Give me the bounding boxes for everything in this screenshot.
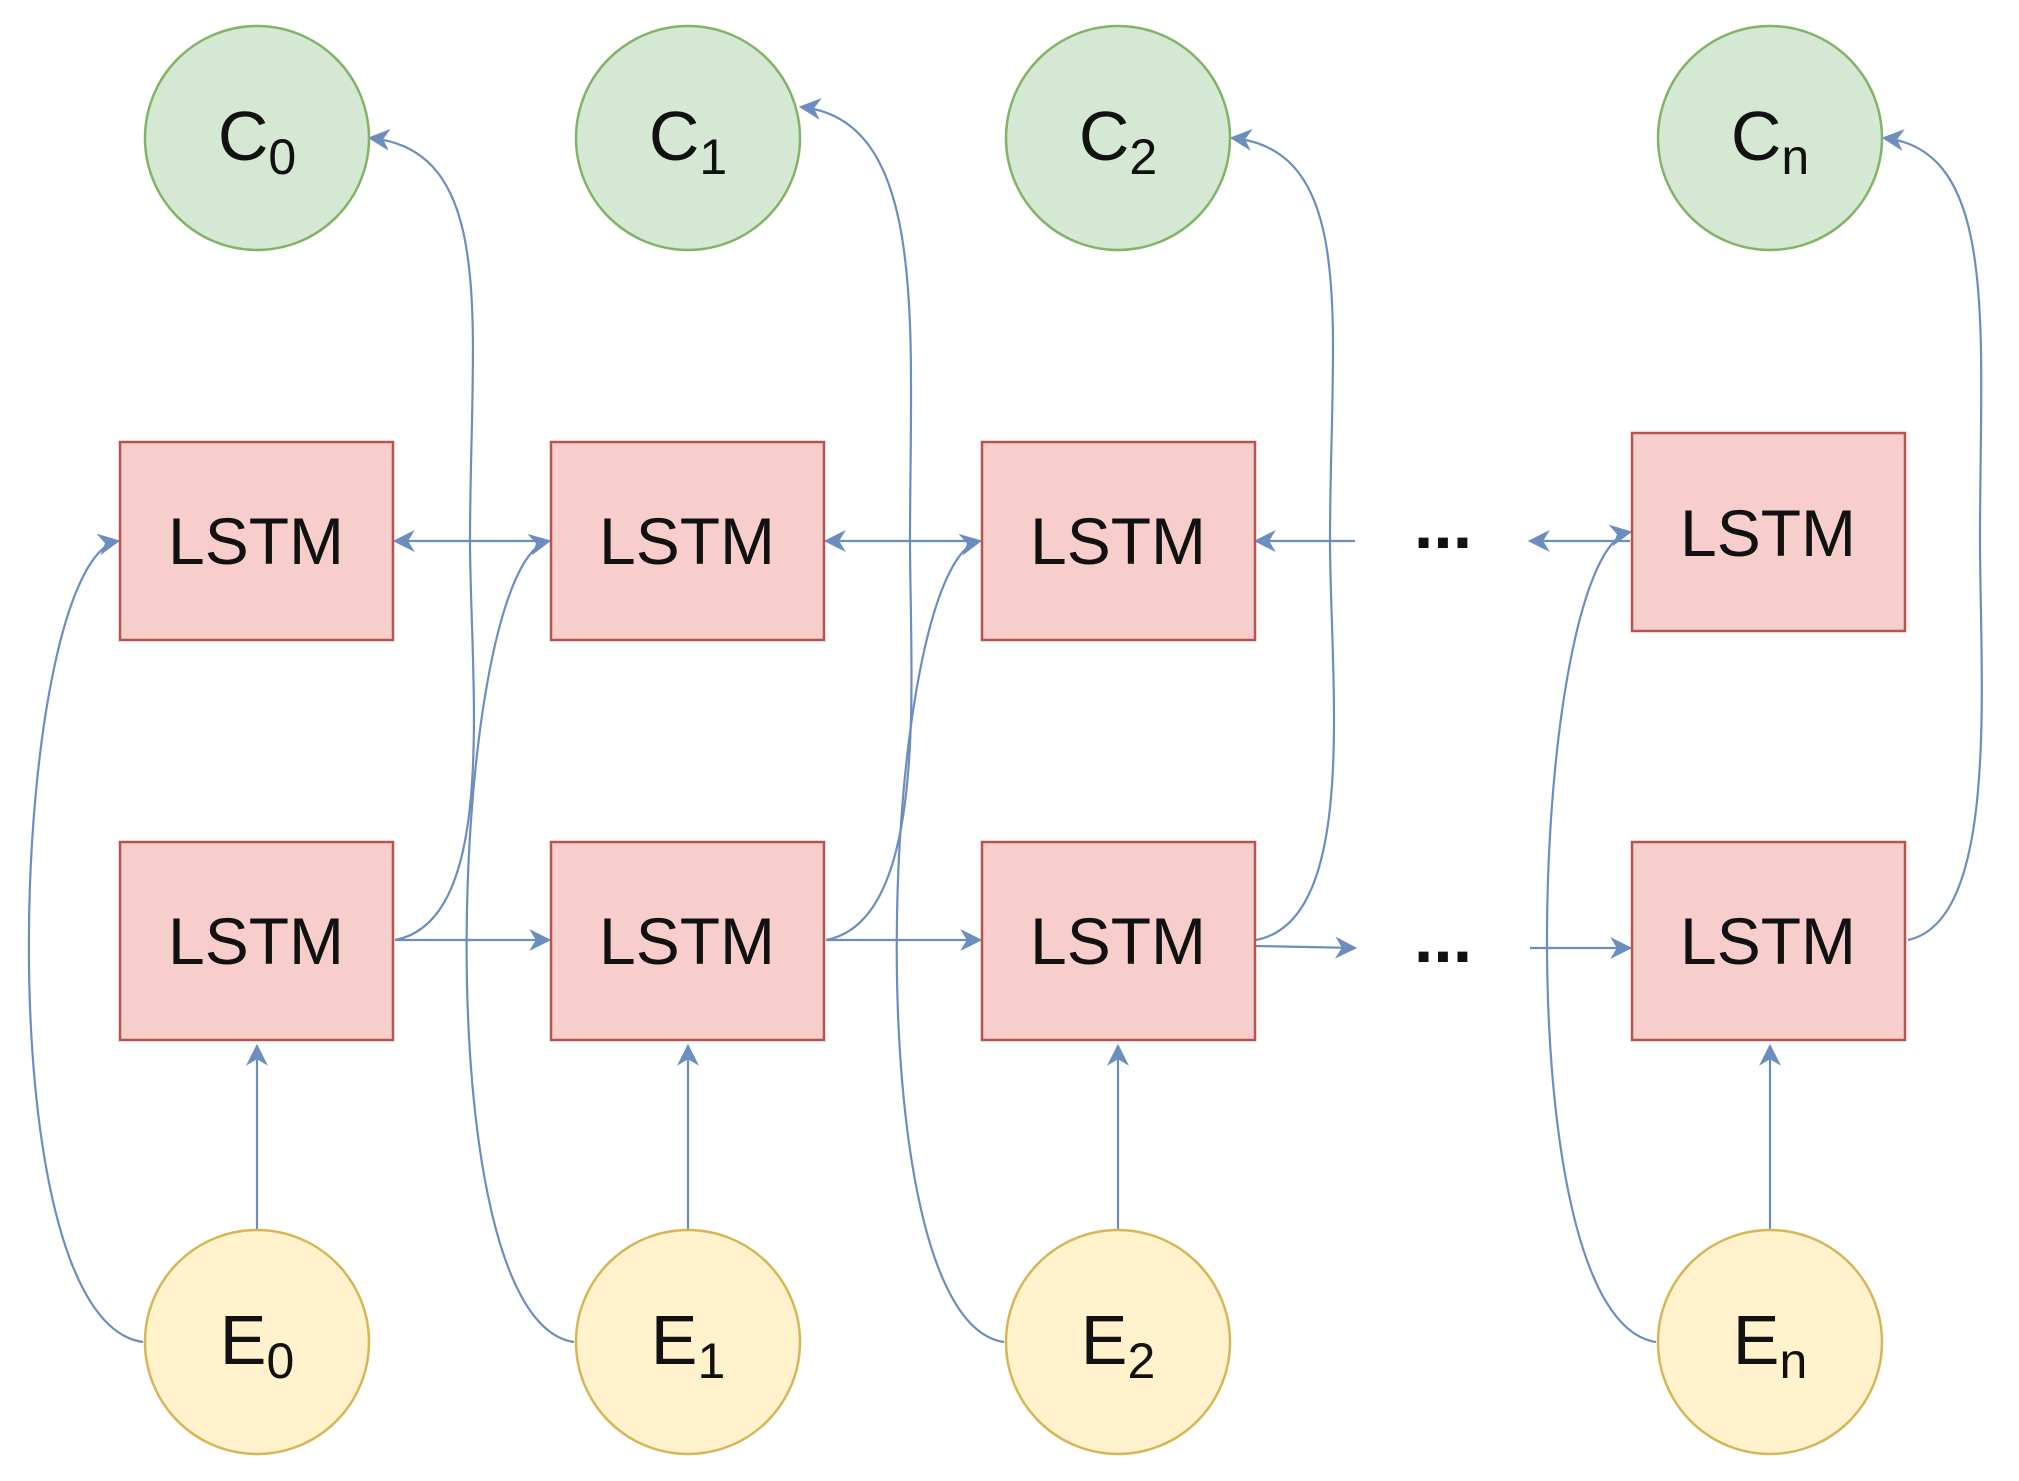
- lstm-label: LSTM: [168, 904, 344, 978]
- edge-forward-lstm-1-to-c1: [798, 98, 913, 942]
- input-node-e2: E2: [1004, 1228, 1232, 1456]
- output-label-c0: C0: [218, 97, 296, 185]
- backward-lstm-0: LSTM: [118, 440, 395, 642]
- backward-lstm-2: LSTM: [980, 440, 1257, 642]
- input-label-en: En: [1733, 1301, 1808, 1389]
- input-node-e0: E0: [143, 1228, 371, 1456]
- forward-ellipsis: ...: [1414, 899, 1472, 977]
- output-node-cn: Cn: [1656, 24, 1884, 252]
- edge-forward-lstm-n-to-cn: [1881, 129, 1983, 942]
- input-node-e1: E1: [574, 1228, 802, 1456]
- edges: [27, 98, 1983, 1344]
- lstm-label: LSTM: [599, 904, 775, 978]
- forward-lstm-2: LSTM: [980, 840, 1257, 1042]
- edge-en-to-backward-lstm-n: [1545, 524, 1657, 1344]
- output-node-c0: C0: [143, 24, 371, 252]
- input-nodes: E0 E1 E2 En: [143, 1228, 1884, 1456]
- backward-lstm-row: LSTM LSTM LSTM LSTM ...: [118, 431, 1907, 642]
- input-label-e2: E2: [1081, 1301, 1156, 1389]
- input-label-e0: E0: [220, 1301, 295, 1389]
- lstm-label: LSTM: [1030, 504, 1206, 578]
- edge-forward-lstm-2-to-ellipsis: [1255, 936, 1358, 959]
- forward-lstm-n: LSTM: [1630, 840, 1907, 1042]
- lstm-label: LSTM: [599, 504, 775, 578]
- output-node-c2: C2: [1004, 24, 1232, 252]
- edge-e0-to-backward-lstm-0: [27, 533, 144, 1344]
- lstm-label: LSTM: [1680, 496, 1856, 570]
- lstm-label: LSTM: [168, 504, 344, 578]
- forward-lstm-0: LSTM: [118, 840, 395, 1042]
- lstm-label: LSTM: [1030, 904, 1206, 978]
- input-node-en: En: [1656, 1228, 1884, 1456]
- backward-ellipsis: ...: [1414, 485, 1472, 563]
- forward-lstm-1: LSTM: [549, 840, 826, 1042]
- backward-lstm-1: LSTM: [549, 440, 826, 642]
- output-nodes: C0 C1 C2 Cn: [143, 24, 1884, 252]
- output-node-c1: C1: [574, 24, 802, 252]
- output-label-c1: C1: [649, 97, 727, 185]
- output-label-c2: C2: [1079, 97, 1157, 185]
- input-label-e1: E1: [651, 1301, 726, 1389]
- output-label-cn: Cn: [1731, 97, 1809, 185]
- forward-lstm-row: LSTM LSTM LSTM LSTM ...: [118, 840, 1907, 1042]
- backward-lstm-n: LSTM: [1630, 431, 1907, 633]
- lstm-label: LSTM: [1680, 904, 1856, 978]
